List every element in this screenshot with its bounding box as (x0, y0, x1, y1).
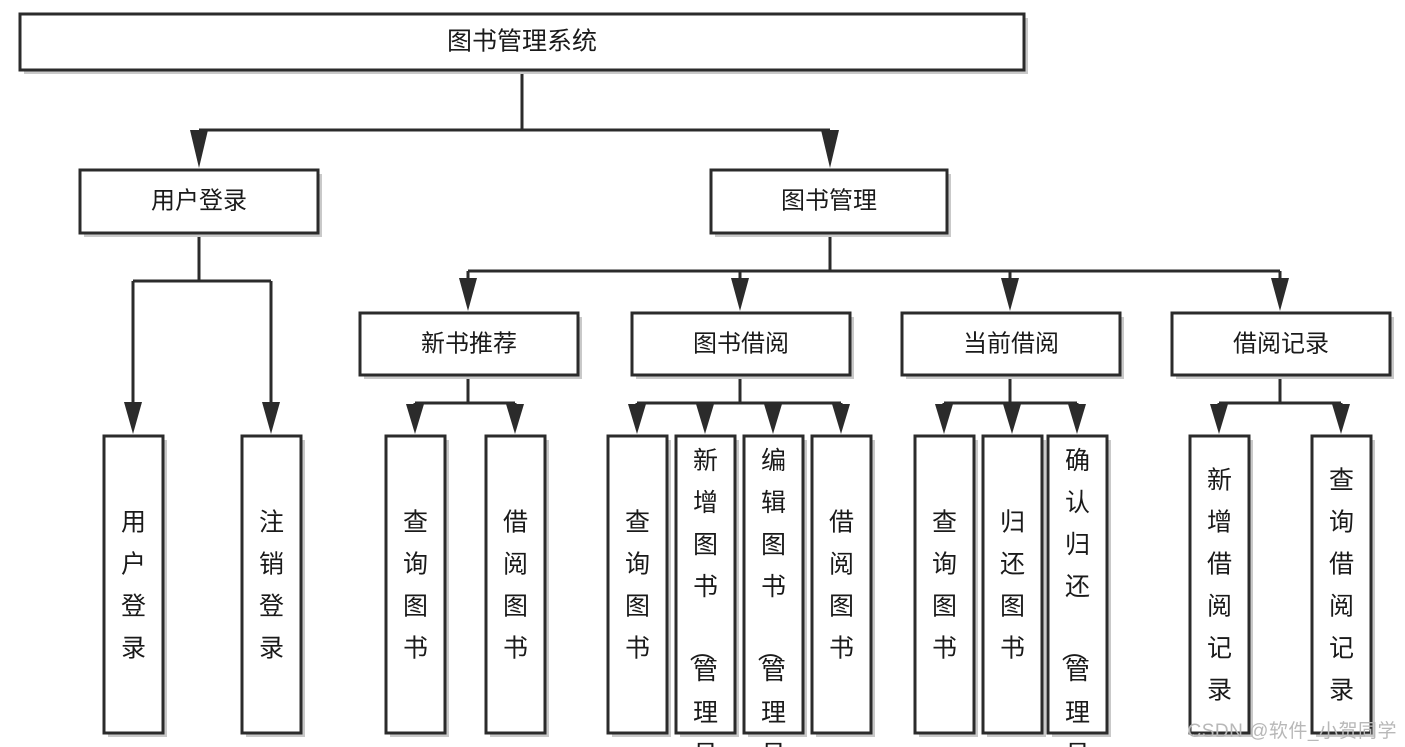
arrow-head-leaf-add-book (696, 404, 714, 434)
node-leaf-query-book-2-box (606, 434, 669, 735)
node-leaf-borrow-book-1-label: 借阅图书 (503, 509, 528, 663)
node-leaf-user-login-box (102, 434, 165, 735)
arrow-head-leaf-logout (262, 402, 280, 434)
arrow-head-leaf-user-login (124, 402, 142, 434)
node-leaf-return-book-box (981, 434, 1044, 735)
node-current-borrow-label: 当前借阅 (963, 330, 1059, 357)
node-user-login-box (78, 168, 320, 235)
node-borrow-record-label: 借阅记录 (1233, 330, 1329, 357)
node-root-box (18, 12, 1026, 72)
node-leaf-query-book-2-label: 查询图书 (625, 509, 650, 663)
arrow-head-user-login (190, 130, 208, 168)
node-root-label: 图书管理系统 (447, 28, 597, 56)
node-new-book-rec-label: 新书推荐 (421, 330, 517, 357)
arrow-head-leaf-edit-book (764, 404, 782, 434)
node-current-borrow[interactable]: 当前借阅 (900, 311, 1124, 379)
arrow-head-borrow-record (1271, 278, 1289, 311)
arrow-head-new-book-rec (459, 278, 477, 311)
arrow-head-leaf-return-book (1003, 404, 1021, 434)
node-leaf-query-book-1-box (384, 434, 447, 735)
node-root[interactable]: 图书管理系统 (18, 12, 1028, 74)
node-leaf-query-book-1[interactable]: 查询图书 (384, 434, 449, 737)
node-leaf-add-record-box (1188, 434, 1251, 735)
node-borrow-record[interactable]: 借阅记录 (1170, 311, 1394, 379)
node-leaf-query-book-3-box (913, 434, 976, 735)
node-book-manage-label: 图书管理 (781, 187, 877, 214)
arrow-head-current-borrow (1001, 278, 1019, 311)
node-leaf-confirm-return[interactable]: 确认归还（管理员） (1046, 434, 1111, 747)
node-leaf-borrow-book-2[interactable]: 借阅图书 (810, 434, 875, 737)
leaf-node-layer: 用户登录 注销登录 查询图书 借阅图书 查询图书 新增图书（管理员） 编辑图书（管理员） 借阅… (102, 434, 1375, 747)
node-leaf-user-login[interactable]: 用户登录 (102, 434, 167, 737)
arrow-head-leaf-query-record (1332, 404, 1350, 434)
node-leaf-return-book-label: 归还图书 (1000, 509, 1025, 663)
node-book-manage[interactable]: 图书管理 (709, 168, 951, 237)
node-new-book-rec[interactable]: 新书推荐 (358, 311, 582, 379)
node-leaf-borrow-book-2-box (810, 434, 873, 735)
arrow-head-leaf-query-book-1 (406, 404, 424, 434)
node-leaf-edit-book[interactable]: 编辑图书（管理员） (742, 434, 807, 747)
node-leaf-borrow-book-1[interactable]: 借阅图书 (484, 434, 549, 737)
node-leaf-logout[interactable]: 注销登录 (240, 434, 305, 737)
arrow-head-leaf-query-book-2 (628, 404, 646, 434)
arrow-head-leaf-borrow-book-2 (832, 404, 850, 434)
node-leaf-add-book-label: 新增图书（管理员） (687, 447, 718, 747)
arrow-head-leaf-query-book-3 (935, 404, 953, 434)
node-leaf-query-book-1-label: 查询图书 (403, 509, 428, 663)
node-current-borrow-box (900, 311, 1122, 377)
node-leaf-confirm-return-label: 确认归还（管理员） (1059, 447, 1090, 747)
node-leaf-logout-box (240, 434, 303, 735)
node-new-book-rec-box (358, 311, 580, 377)
node-leaf-add-book-box (674, 434, 737, 735)
node-leaf-query-record[interactable]: 查询借阅记录 (1310, 434, 1375, 737)
node-leaf-confirm-return-box (1046, 434, 1109, 735)
arrow-head-leaf-confirm-return (1068, 404, 1086, 434)
node-leaf-user-login-label: 用户登录 (121, 509, 146, 663)
node-leaf-add-record-label: 新增借阅记录 (1207, 467, 1232, 705)
node-leaf-query-record-label: 查询借阅记录 (1329, 467, 1354, 705)
node-user-login-label: 用户登录 (151, 187, 247, 214)
node-book-borrow-label: 图书借阅 (693, 330, 789, 357)
arrow-head-book-borrow (731, 278, 749, 311)
node-leaf-borrow-book-2-label: 借阅图书 (829, 509, 854, 663)
node-leaf-edit-book-label: 编辑图书（管理员） (755, 447, 786, 747)
arrow-heads (124, 130, 1350, 434)
arrow-head-leaf-borrow-book-1 (506, 404, 524, 434)
node-leaf-query-record-box (1310, 434, 1373, 735)
arrow-head-book-manage (821, 130, 839, 168)
node-leaf-return-book[interactable]: 归还图书 (981, 434, 1046, 737)
node-user-login[interactable]: 用户登录 (78, 168, 322, 237)
node-borrow-record-box (1170, 311, 1392, 377)
node-leaf-logout-label: 注销登录 (259, 509, 284, 663)
node-leaf-query-book-3[interactable]: 查询图书 (913, 434, 978, 737)
node-leaf-add-record[interactable]: 新增借阅记录 (1188, 434, 1253, 737)
node-leaf-query-book-3-label: 查询图书 (932, 509, 957, 663)
node-book-borrow[interactable]: 图书借阅 (630, 311, 854, 379)
node-book-manage-box (709, 168, 949, 235)
node-book-borrow-box (630, 311, 852, 377)
node-leaf-query-book-2[interactable]: 查询图书 (606, 434, 671, 737)
node-leaf-add-book[interactable]: 新增图书（管理员） (674, 434, 739, 747)
node-leaf-borrow-book-1-box (484, 434, 547, 735)
node-leaf-edit-book-box (742, 434, 805, 735)
arrow-head-leaf-add-record (1210, 404, 1228, 434)
